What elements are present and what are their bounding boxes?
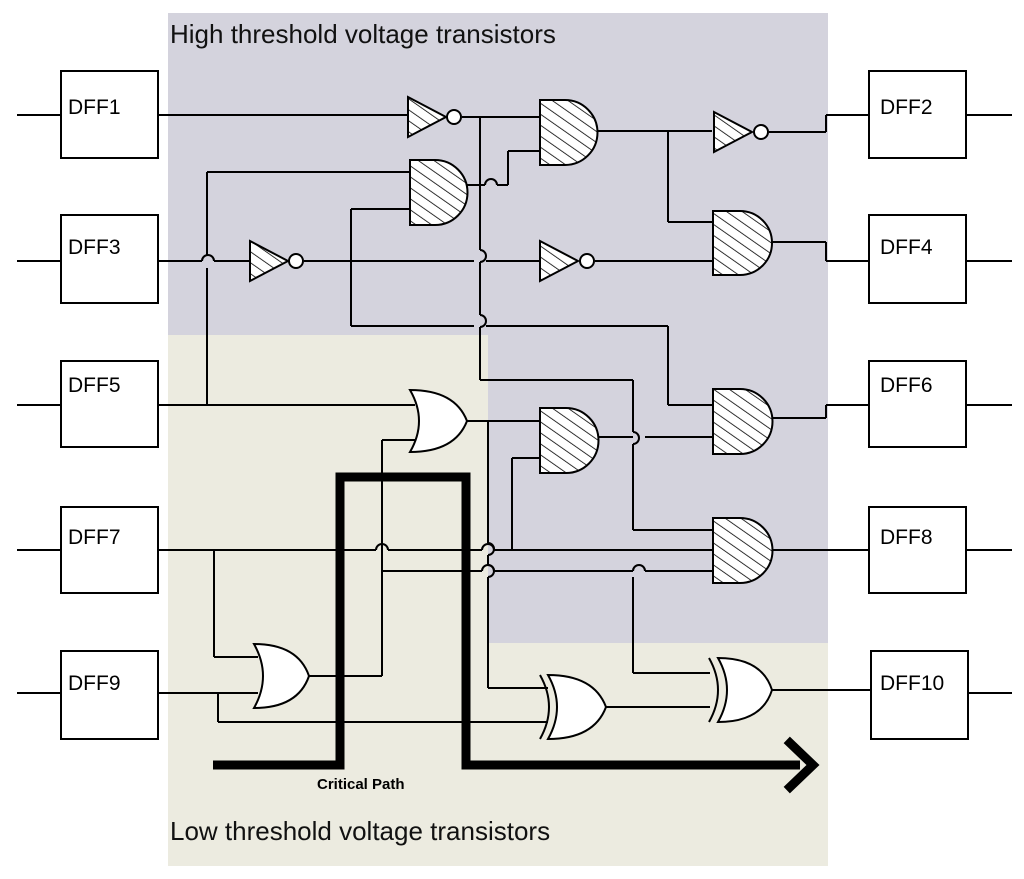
or-gate-a: [408, 388, 469, 454]
critical-path-label: Critical Path: [317, 776, 405, 793]
flip-flops: DFF1 DFF3 DFF5 DFF7 DFF9 DFF2: [17, 70, 1012, 740]
dff2-label: DFF2: [880, 96, 933, 119]
high-vt-label: High threshold voltage transistors: [170, 19, 556, 49]
dff5-label: DFF5: [68, 374, 121, 397]
dff3-label: DFF3: [68, 236, 121, 259]
and-gate-f: [712, 517, 774, 584]
and-gate-a: [539, 99, 599, 166]
high-vt-region: [168, 13, 828, 643]
dff9-label: DFF9: [68, 672, 121, 695]
dff10-label: DFF10: [880, 672, 944, 695]
dff3-block: DFF3: [17, 214, 159, 304]
inverter-4: [713, 110, 769, 154]
and-gate-d: [712, 388, 774, 455]
or-gate-b: [252, 642, 311, 710]
dff6-block: DFF6: [868, 360, 1012, 448]
xor-gate-a: [539, 673, 608, 741]
dff8-label: DFF8: [880, 526, 933, 549]
and-gate-b: [409, 159, 469, 226]
dff5-block: DFF5: [17, 360, 159, 448]
xor-gate-b: [708, 656, 774, 724]
dff4-label: DFF4: [880, 236, 933, 259]
dff8-block: DFF8: [868, 506, 1012, 594]
inverter-3: [539, 239, 595, 283]
inverter-1: [407, 95, 462, 139]
inverter-2: [249, 239, 304, 283]
and-gate-e: [712, 210, 773, 276]
critical-path-arrowhead: [783, 736, 820, 794]
dff4-block: DFF4: [868, 214, 1012, 304]
dff7-block: DFF7: [17, 506, 159, 594]
low-vt-label: Low threshold voltage transistors: [170, 816, 550, 846]
dff1-label: DFF1: [68, 96, 121, 119]
wires: [158, 114, 871, 723]
and-gate-c: [539, 407, 600, 474]
low-vt-region: [168, 335, 828, 866]
gates: [249, 95, 774, 741]
dff2-block: DFF2: [868, 70, 1012, 159]
dff10-block: DFF10: [870, 650, 1012, 740]
dff7-label: DFF7: [68, 526, 121, 549]
critical-path: Critical Path: [213, 472, 820, 794]
dff6-label: DFF6: [880, 374, 933, 397]
dff9-block: DFF9: [17, 650, 159, 740]
dff1-block: DFF1: [17, 70, 159, 159]
